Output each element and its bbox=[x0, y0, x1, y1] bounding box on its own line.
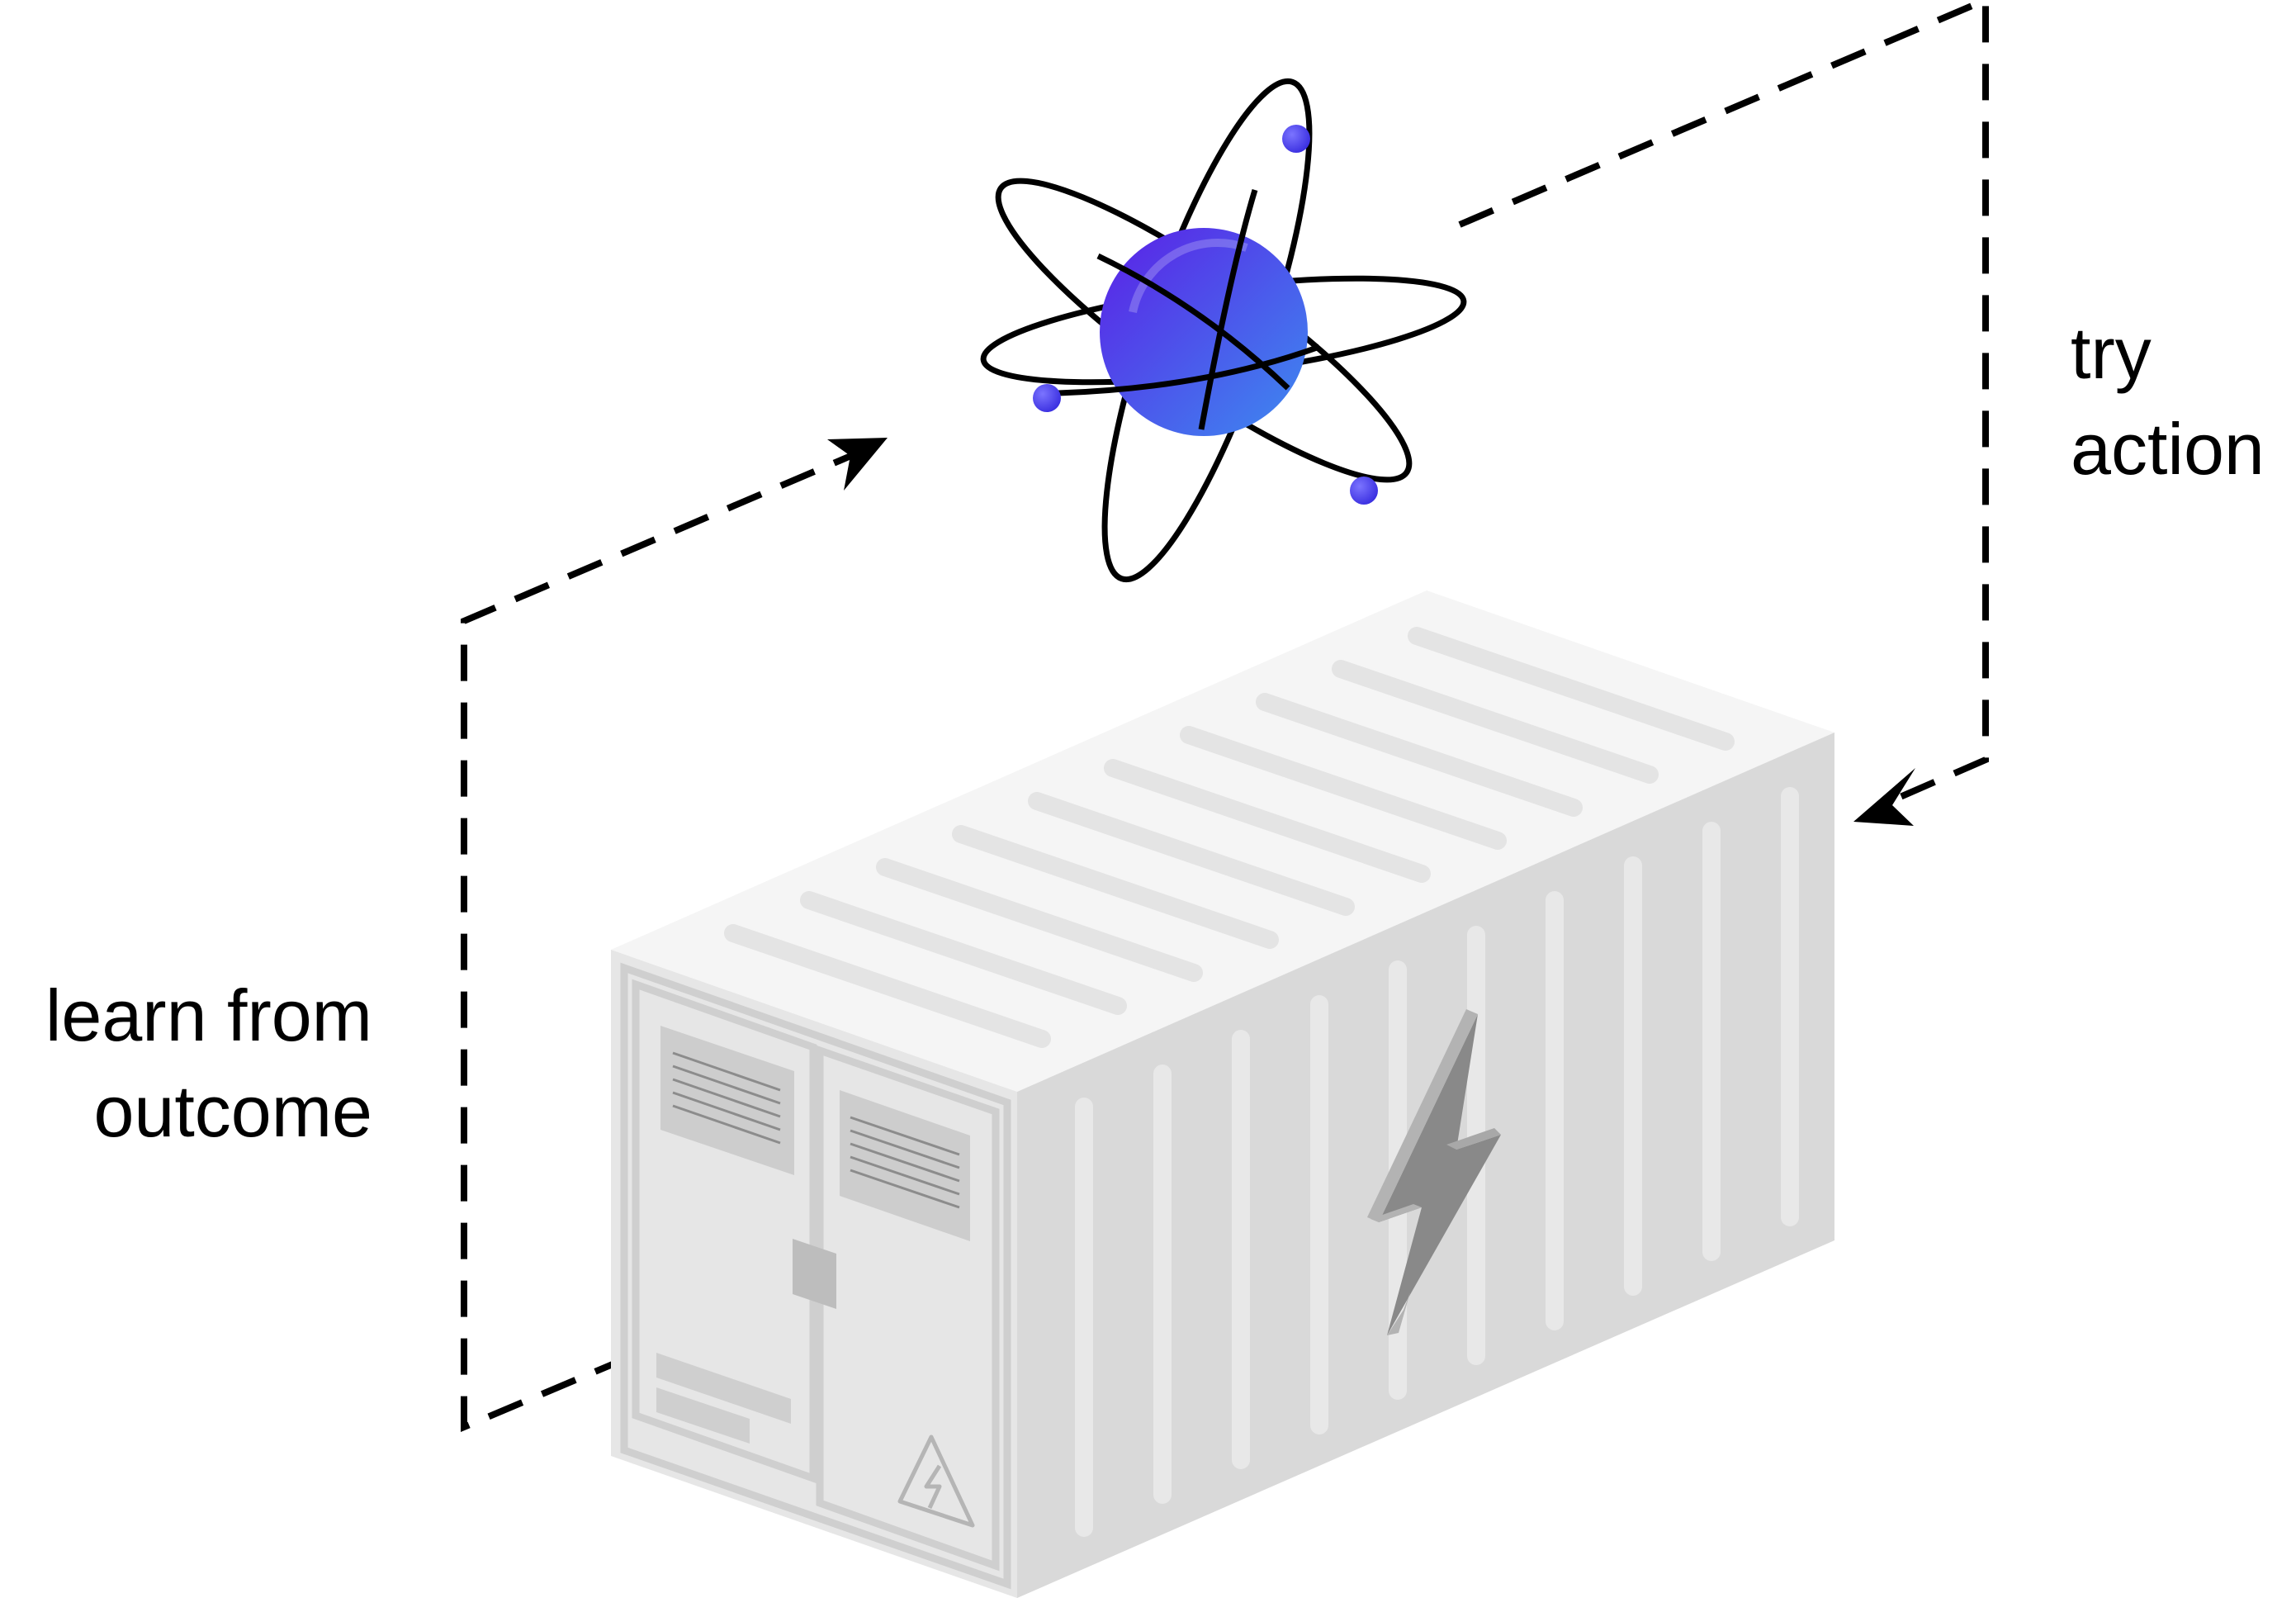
door-latch bbox=[793, 1239, 836, 1309]
lightning-bolt-icon bbox=[1367, 1009, 1501, 1335]
electron bbox=[1350, 477, 1378, 505]
try-action-arrowhead bbox=[1853, 768, 1915, 826]
learn-from-outcome-arrowhead bbox=[827, 438, 888, 491]
try-action-label-line2: action bbox=[2071, 408, 2265, 490]
electron bbox=[1282, 125, 1310, 153]
battery-container-icon bbox=[611, 590, 1834, 1598]
electron bbox=[1033, 384, 1061, 412]
learn-from-outcome-label-line1: learn from bbox=[45, 974, 372, 1056]
container-top bbox=[611, 590, 1834, 1092]
learn-from-outcome-label: learn from outcome bbox=[45, 968, 372, 1159]
high-voltage-warning-icon bbox=[897, 1434, 975, 1528]
vent-right bbox=[840, 1090, 970, 1241]
try-action-label-line1: try bbox=[2071, 312, 2152, 394]
vent-left bbox=[660, 1026, 794, 1175]
learn-from-outcome-label-line2: outcome bbox=[93, 1070, 372, 1152]
try-action-arrow bbox=[1458, 0, 1989, 804]
atom-icon bbox=[980, 78, 1467, 583]
try-action-label: try action bbox=[2071, 306, 2265, 497]
